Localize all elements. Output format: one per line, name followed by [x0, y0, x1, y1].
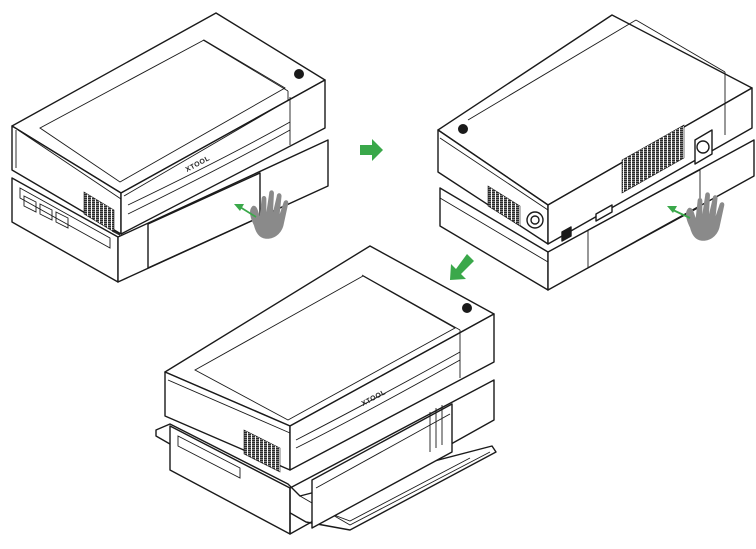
arrow-down-left-icon	[450, 254, 474, 280]
side-vent-grill	[487, 185, 521, 227]
front-vent-grill	[243, 429, 281, 473]
emergency-stop-icon	[294, 69, 304, 79]
machine-rear-view	[437, 14, 755, 291]
push-direction-arrow-2	[667, 206, 691, 219]
emergency-stop-icon	[458, 124, 468, 134]
machine-open-door-view: XTOOL	[155, 245, 497, 535]
front-tray-slots	[19, 187, 111, 249]
machine-front-view: XTOOL	[11, 12, 329, 283]
interior-rails	[429, 405, 443, 452]
arrow-right-icon	[360, 139, 383, 161]
push-direction-arrow-1	[234, 204, 257, 218]
rear-vent-grill	[621, 124, 685, 194]
emergency-stop-icon	[462, 303, 472, 313]
front-vent-grill	[83, 191, 115, 233]
